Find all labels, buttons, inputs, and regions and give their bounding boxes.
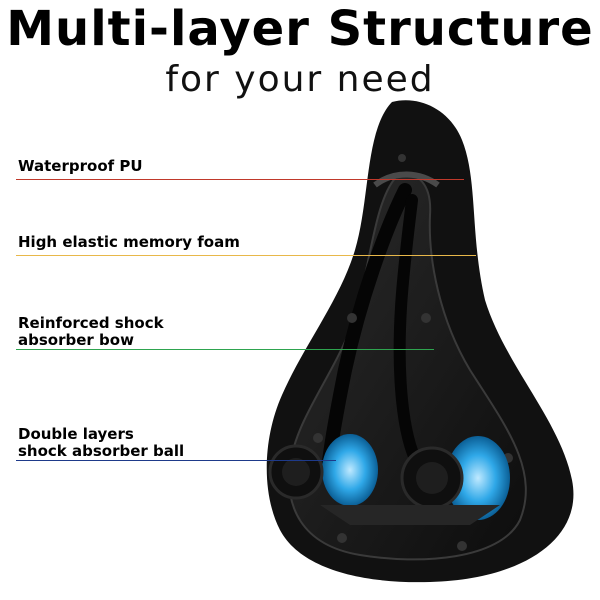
label-line: Double layers (18, 425, 134, 443)
shock-ball-right-cap (416, 462, 448, 494)
label-waterproof-pu: Waterproof PU (18, 158, 143, 175)
memory-foam-edge (373, 171, 440, 188)
base-plate (320, 505, 500, 525)
label-line: Waterproof PU (18, 157, 143, 175)
shock-ball-left-glow (322, 434, 378, 506)
leader-line-absorber-bow (16, 349, 434, 350)
leader-line-absorber-ball (16, 460, 336, 461)
label-line: shock absorber ball (18, 442, 185, 460)
shock-absorber-bow-right (393, 194, 424, 471)
label-line: absorber bow (18, 331, 134, 349)
screw (457, 541, 467, 551)
label-absorber-bow: Reinforced shock absorber bow (18, 315, 164, 349)
page-title: Multi-layer Structure (6, 1, 594, 57)
label-memory-foam: High elastic memory foam (18, 234, 240, 251)
shock-ball-right-glow (446, 436, 510, 520)
screw (347, 313, 357, 323)
leader-line-memory-foam (16, 255, 476, 256)
label-line: High elastic memory foam (18, 233, 240, 251)
leader-line-waterproof-pu (16, 179, 464, 180)
screw (421, 313, 431, 323)
page-subtitle: for your need (165, 59, 435, 100)
screw (337, 533, 347, 543)
screw (313, 433, 323, 443)
label-absorber-ball: Double layers shock absorber ball (18, 426, 184, 460)
shock-ball-left-cap (282, 458, 310, 486)
label-line: Reinforced shock (18, 314, 164, 332)
screw (398, 154, 406, 162)
